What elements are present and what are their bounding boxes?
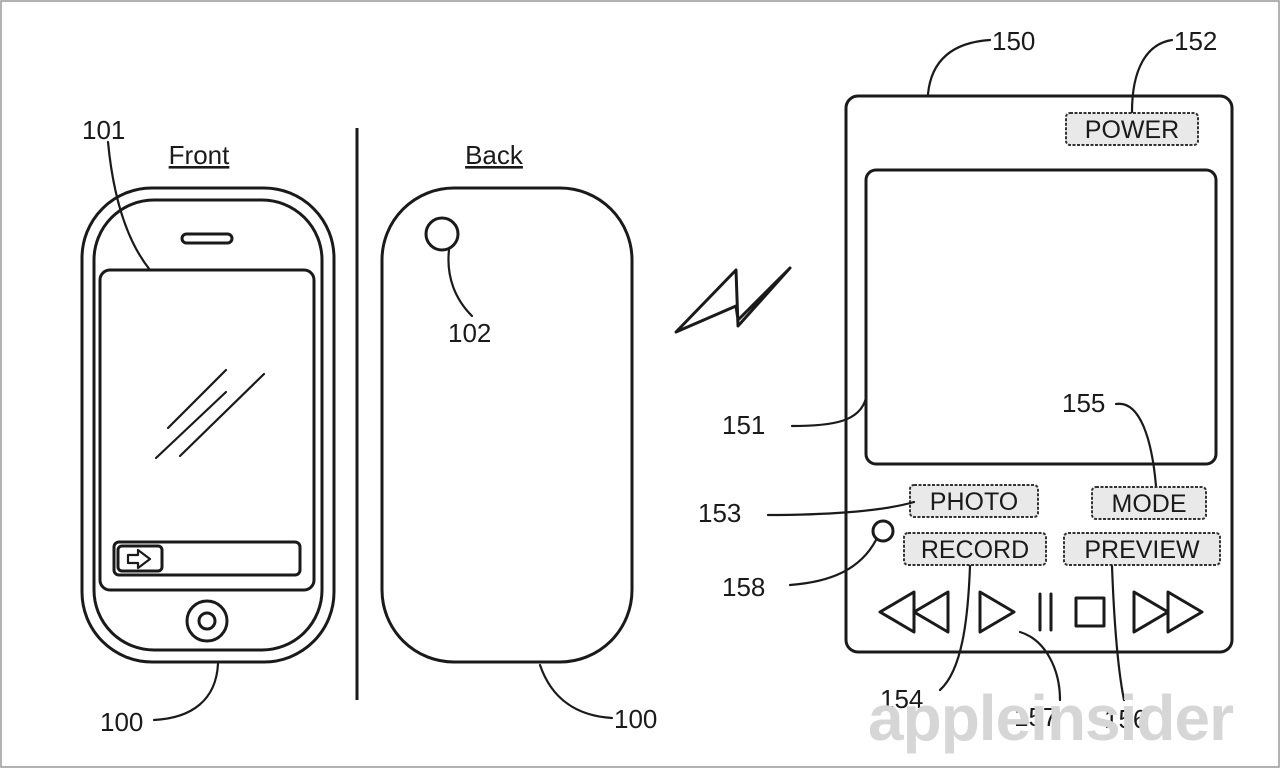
mode-button-frame	[1091, 486, 1207, 520]
phone-back: Back 102 100	[380, 140, 657, 734]
rewind-icon[interactable]	[878, 590, 950, 634]
ref-151: 151	[722, 410, 765, 440]
home-button-inner	[197, 611, 217, 631]
leader-line-155	[1114, 402, 1158, 488]
screen-glare-line	[166, 368, 228, 430]
leader-line-151	[790, 396, 868, 428]
screen-glare-line	[178, 372, 266, 458]
arrow-right-icon	[116, 544, 164, 573]
watermark-logo: appleinsider	[868, 682, 1233, 754]
ref-157: 157	[1014, 702, 1057, 732]
leader-line-102	[447, 248, 474, 318]
ref-153: 153	[698, 498, 741, 528]
ref-158: 158	[722, 572, 765, 602]
ref-100-back: 100	[614, 704, 657, 734]
heading-back: Back	[465, 140, 524, 170]
preview-button-frame	[1063, 532, 1221, 566]
leader-line-101	[106, 140, 152, 272]
remote-preview-screen	[864, 168, 1218, 466]
status-indicator-light	[871, 519, 895, 543]
leader-line-100-back	[538, 663, 614, 720]
ref-155: 155	[1062, 388, 1105, 418]
unlock-slider	[112, 540, 302, 577]
fast-forward-icon[interactable]	[1132, 590, 1204, 634]
transport-controls	[878, 590, 1204, 634]
power-button[interactable]: POWER	[1065, 112, 1199, 146]
preview-button-label: PREVIEW	[1084, 536, 1200, 564]
phone-back-body	[380, 186, 634, 664]
ref-156: 156	[1104, 704, 1147, 734]
leader-line-152	[1130, 38, 1174, 114]
screen-glare-line	[154, 390, 228, 460]
mode-button-label: MODE	[1112, 490, 1187, 518]
remote-control: 150 POWER 152 151 155 PHOTO 153 MODE 158	[698, 26, 1234, 734]
ref-101: 101	[82, 115, 125, 145]
camera-lens	[424, 216, 460, 252]
phone-front: Front 101 100	[80, 115, 336, 737]
leader-line-156	[1110, 564, 1126, 702]
phone-front-inner-bezel	[92, 198, 324, 652]
touch-screen	[98, 268, 316, 592]
remote-body	[844, 94, 1234, 654]
leader-line-153	[766, 500, 916, 517]
ref-152: 152	[1174, 26, 1217, 56]
leader-line-100-front	[152, 662, 220, 722]
stop-icon[interactable]	[1074, 596, 1106, 628]
photo-button-frame	[909, 484, 1039, 518]
ref-150: 150	[992, 26, 1035, 56]
power-button-label: POWER	[1085, 116, 1179, 144]
earpiece-speaker	[180, 232, 234, 245]
ref-102: 102	[448, 318, 491, 348]
record-button-frame	[903, 532, 1047, 566]
play-icon[interactable]	[978, 590, 1016, 634]
leader-line-157	[1018, 630, 1062, 702]
photo-button-label: PHOTO	[930, 488, 1018, 516]
power-button-frame	[1065, 112, 1199, 146]
lightning-bolt-icon	[674, 266, 792, 334]
record-button[interactable]: RECORD	[903, 532, 1047, 566]
phone-front-outer-body	[80, 186, 336, 664]
mode-button[interactable]: MODE	[1091, 486, 1207, 520]
ref-154: 154	[880, 684, 923, 714]
home-button-outer	[185, 599, 229, 643]
record-button-label: RECORD	[921, 536, 1029, 564]
heading-front: Front	[169, 140, 230, 170]
pause-icon[interactable]	[1038, 592, 1053, 632]
leader-line-158	[788, 538, 878, 587]
leader-line-150	[926, 38, 992, 96]
ref-100-front: 100	[100, 707, 143, 737]
preview-button[interactable]: PREVIEW	[1063, 532, 1221, 566]
leader-line-154	[938, 564, 972, 692]
photo-button[interactable]: PHOTO	[909, 484, 1039, 518]
